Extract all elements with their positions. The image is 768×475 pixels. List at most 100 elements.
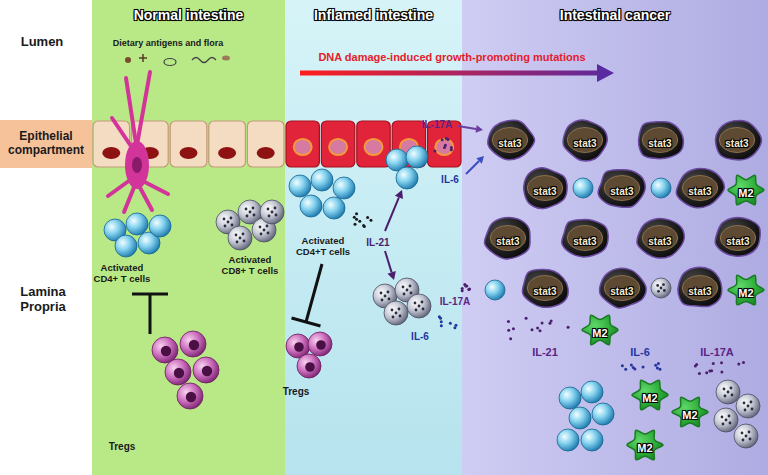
granule [395,312,398,315]
cytokine-label: IL-17A [700,346,734,359]
gene-label: stat3 [648,132,671,149]
cd4-t-cell [300,195,322,217]
cytokine-dot [461,289,464,292]
m2-macrophage: M2 [631,377,669,413]
granule [230,217,233,220]
cell-type-label: M2 [592,321,607,339]
cd8-t-cell [216,210,240,234]
bacterium [164,59,176,66]
cytokine-dot [695,363,698,366]
cytokine-label: IL-21 [532,346,558,359]
cytokine-label: IL-6 [630,346,650,359]
cytokine-dot [464,285,467,288]
dendritic-cell-body [125,141,149,189]
signal-arrow [466,161,479,174]
cytokine-dot [440,320,443,323]
granule [745,435,748,438]
granule [657,290,660,293]
cytokine-dot [512,327,515,330]
granule [267,232,270,235]
granule [751,408,754,411]
cell-type-label: M2 [738,181,753,199]
cytokine-label: IL-21 [366,237,389,249]
cytokine-dot [720,370,723,373]
cytokine-dot [449,322,452,325]
cell-nucleus [604,176,639,201]
macrophage-body [627,430,663,460]
cytokine-dot [355,218,358,221]
cell-nucleus [365,139,383,155]
granule [266,225,269,228]
granule [271,211,274,214]
treg-cell [297,354,321,378]
granule [725,419,728,422]
cytokine-dot [737,362,740,365]
panel-title: Normal intestine [92,0,285,23]
cd8-t-cell [260,200,284,224]
granule [741,432,744,435]
cytokine-dot [712,362,715,365]
signal-arrow [385,251,392,272]
cytokine-label: IL-6 [441,174,459,186]
cd4-t-cell [569,407,591,429]
panel-ground [462,0,768,475]
granule [227,221,230,224]
m2-macrophage: M2 [671,394,709,430]
treg-cell [308,332,332,356]
cell-type-label: M2 [637,436,652,454]
cytokine-dot [710,369,713,372]
cytokine-dot [531,328,534,331]
granule [730,387,733,390]
panel-band: Intestinal cancerstat3stat3stat3stat3sta… [462,0,768,475]
cd4-t-cell [557,429,579,451]
granule [231,224,234,227]
antigen [222,56,230,61]
cd8-t-cell [407,294,431,318]
cell-nucleus [720,226,755,251]
region-label: Lamina Propria [3,285,83,315]
cd8-t-cell [734,424,758,448]
signal-arrow [458,126,476,129]
cytokine-dot [720,361,723,364]
granule [267,208,270,211]
dendrite [124,180,137,212]
immune-cells [104,146,760,451]
cytokine-dot [433,150,436,153]
antigen [125,57,131,63]
cancer-cell-body [600,268,647,308]
cd8-t-cell [651,278,671,298]
granule [750,401,753,404]
cell-type-label: M2 [738,281,753,299]
m2-macrophage: M2 [626,427,664,463]
inflamed-epithelial-cell [321,121,354,167]
granule [268,215,271,218]
cancer-cell-body [715,120,761,159]
gene-label: stat3 [648,230,671,247]
cytokine-dot [441,138,444,141]
arrow-head [387,271,395,280]
cytokine-dot [355,212,358,215]
granule [246,215,249,218]
cell-nucleus [492,128,527,153]
granule [224,225,227,228]
cancer-cell-body [484,217,530,258]
m2-macrophage: M2 [727,172,765,208]
granule [742,439,745,442]
cancer-cell: stat3 [482,216,534,260]
granule [243,240,246,243]
granule [235,234,238,237]
cytokine-dot [463,283,466,286]
panel-title: Intestinal cancer [462,0,768,23]
granule [744,409,747,412]
cell-nucleus [400,139,418,155]
cd4-t-cell [485,280,505,300]
cytokine-dot [507,320,510,323]
cytokine-dot [438,315,441,318]
cancer-cell: stat3 [711,118,763,162]
cd4-t-cell [396,167,418,189]
cd4-t-cell [323,197,345,219]
gene-label: stat3 [496,230,519,247]
cytokine-dot [363,225,366,228]
granule [410,292,413,295]
cd8-t-cell [716,380,740,404]
